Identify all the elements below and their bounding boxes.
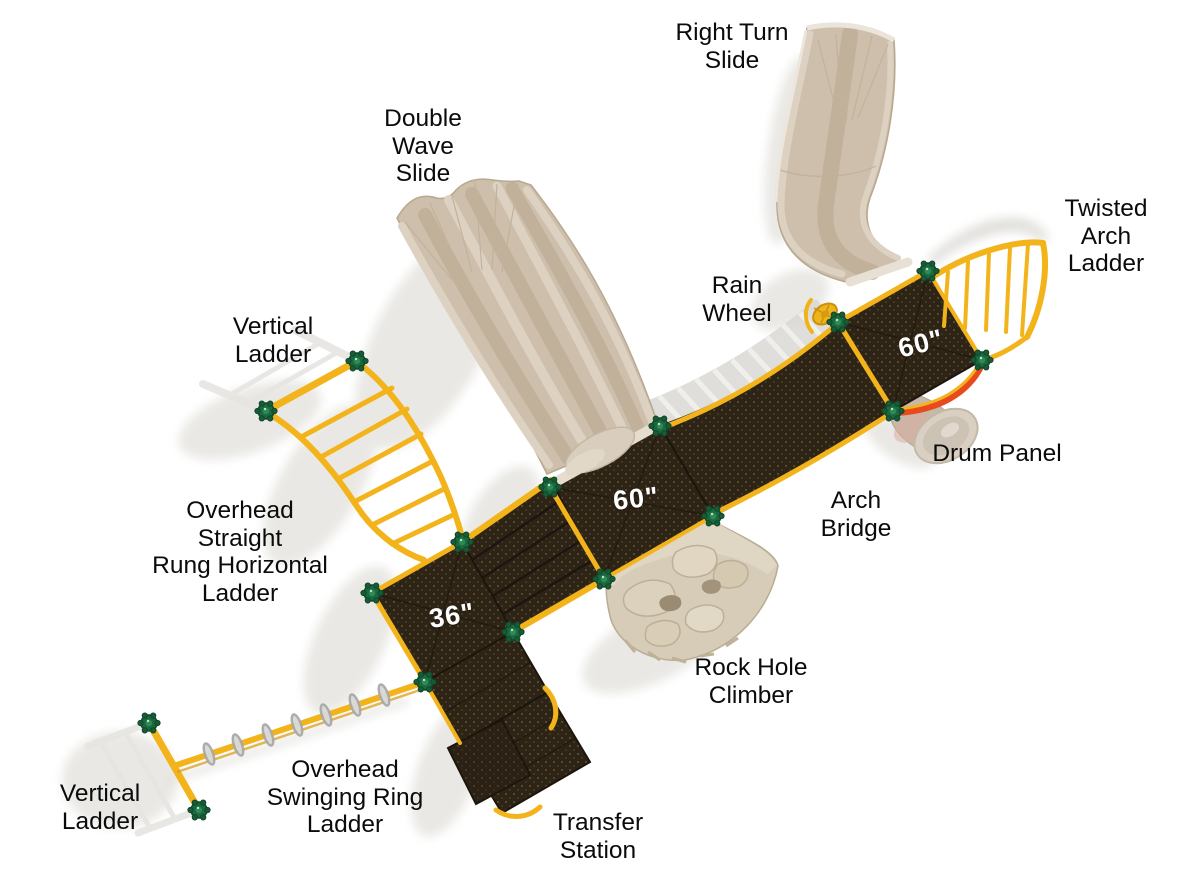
arch-bridge-rail-shadow bbox=[636, 299, 838, 428]
swing-rings bbox=[202, 683, 391, 766]
label-overhead-straight-rung-horizontal-ladder: Overhead Straight Rung Horizontal Ladder bbox=[152, 497, 328, 607]
label-arch-bridge: Arch Bridge bbox=[820, 487, 892, 542]
label-twisted-arch-ladder: Twisted Arch Ladder bbox=[1064, 195, 1148, 277]
label-right-turn-slide: Right Turn Slide bbox=[675, 19, 789, 74]
label-drum-panel: Drum Panel bbox=[932, 440, 1062, 467]
double-wave-slide-graphic bbox=[396, 178, 660, 475]
label-rain-wheel: Rain Wheel bbox=[702, 272, 772, 327]
yellow-rails bbox=[369, 268, 984, 819]
twisted-arch-ladder-graphic bbox=[931, 239, 1048, 363]
slide-exits bbox=[547, 257, 913, 489]
deck-height-label-middle: 60" bbox=[611, 481, 661, 516]
label-transfer-station: Transfer Station bbox=[552, 809, 644, 864]
overhead-swinging-ring-ladder-graphic bbox=[145, 679, 428, 814]
transfer-lower-step bbox=[446, 718, 532, 806]
label-rock-hole-climber: Rock Hole Climber bbox=[694, 654, 808, 709]
overhead-straight-rung-ladder-graphic bbox=[262, 357, 466, 563]
label-vertical-ladder-top: Vertical Ladder bbox=[232, 313, 314, 368]
label-overhead-swinging-ring-ladder: Overhead Swinging Ring Ladder bbox=[266, 756, 424, 838]
vertical-ladder-bottom-shadow bbox=[84, 719, 203, 837]
right-turn-slide-graphic bbox=[774, 22, 906, 283]
vertical-ladder-top-shadow bbox=[199, 326, 361, 415]
label-double-wave-slide: Double Wave Slide bbox=[384, 105, 462, 187]
label-vertical-ladder-bottom: Vertical Ladder bbox=[59, 780, 141, 835]
drum-mount-rail bbox=[895, 362, 985, 416]
